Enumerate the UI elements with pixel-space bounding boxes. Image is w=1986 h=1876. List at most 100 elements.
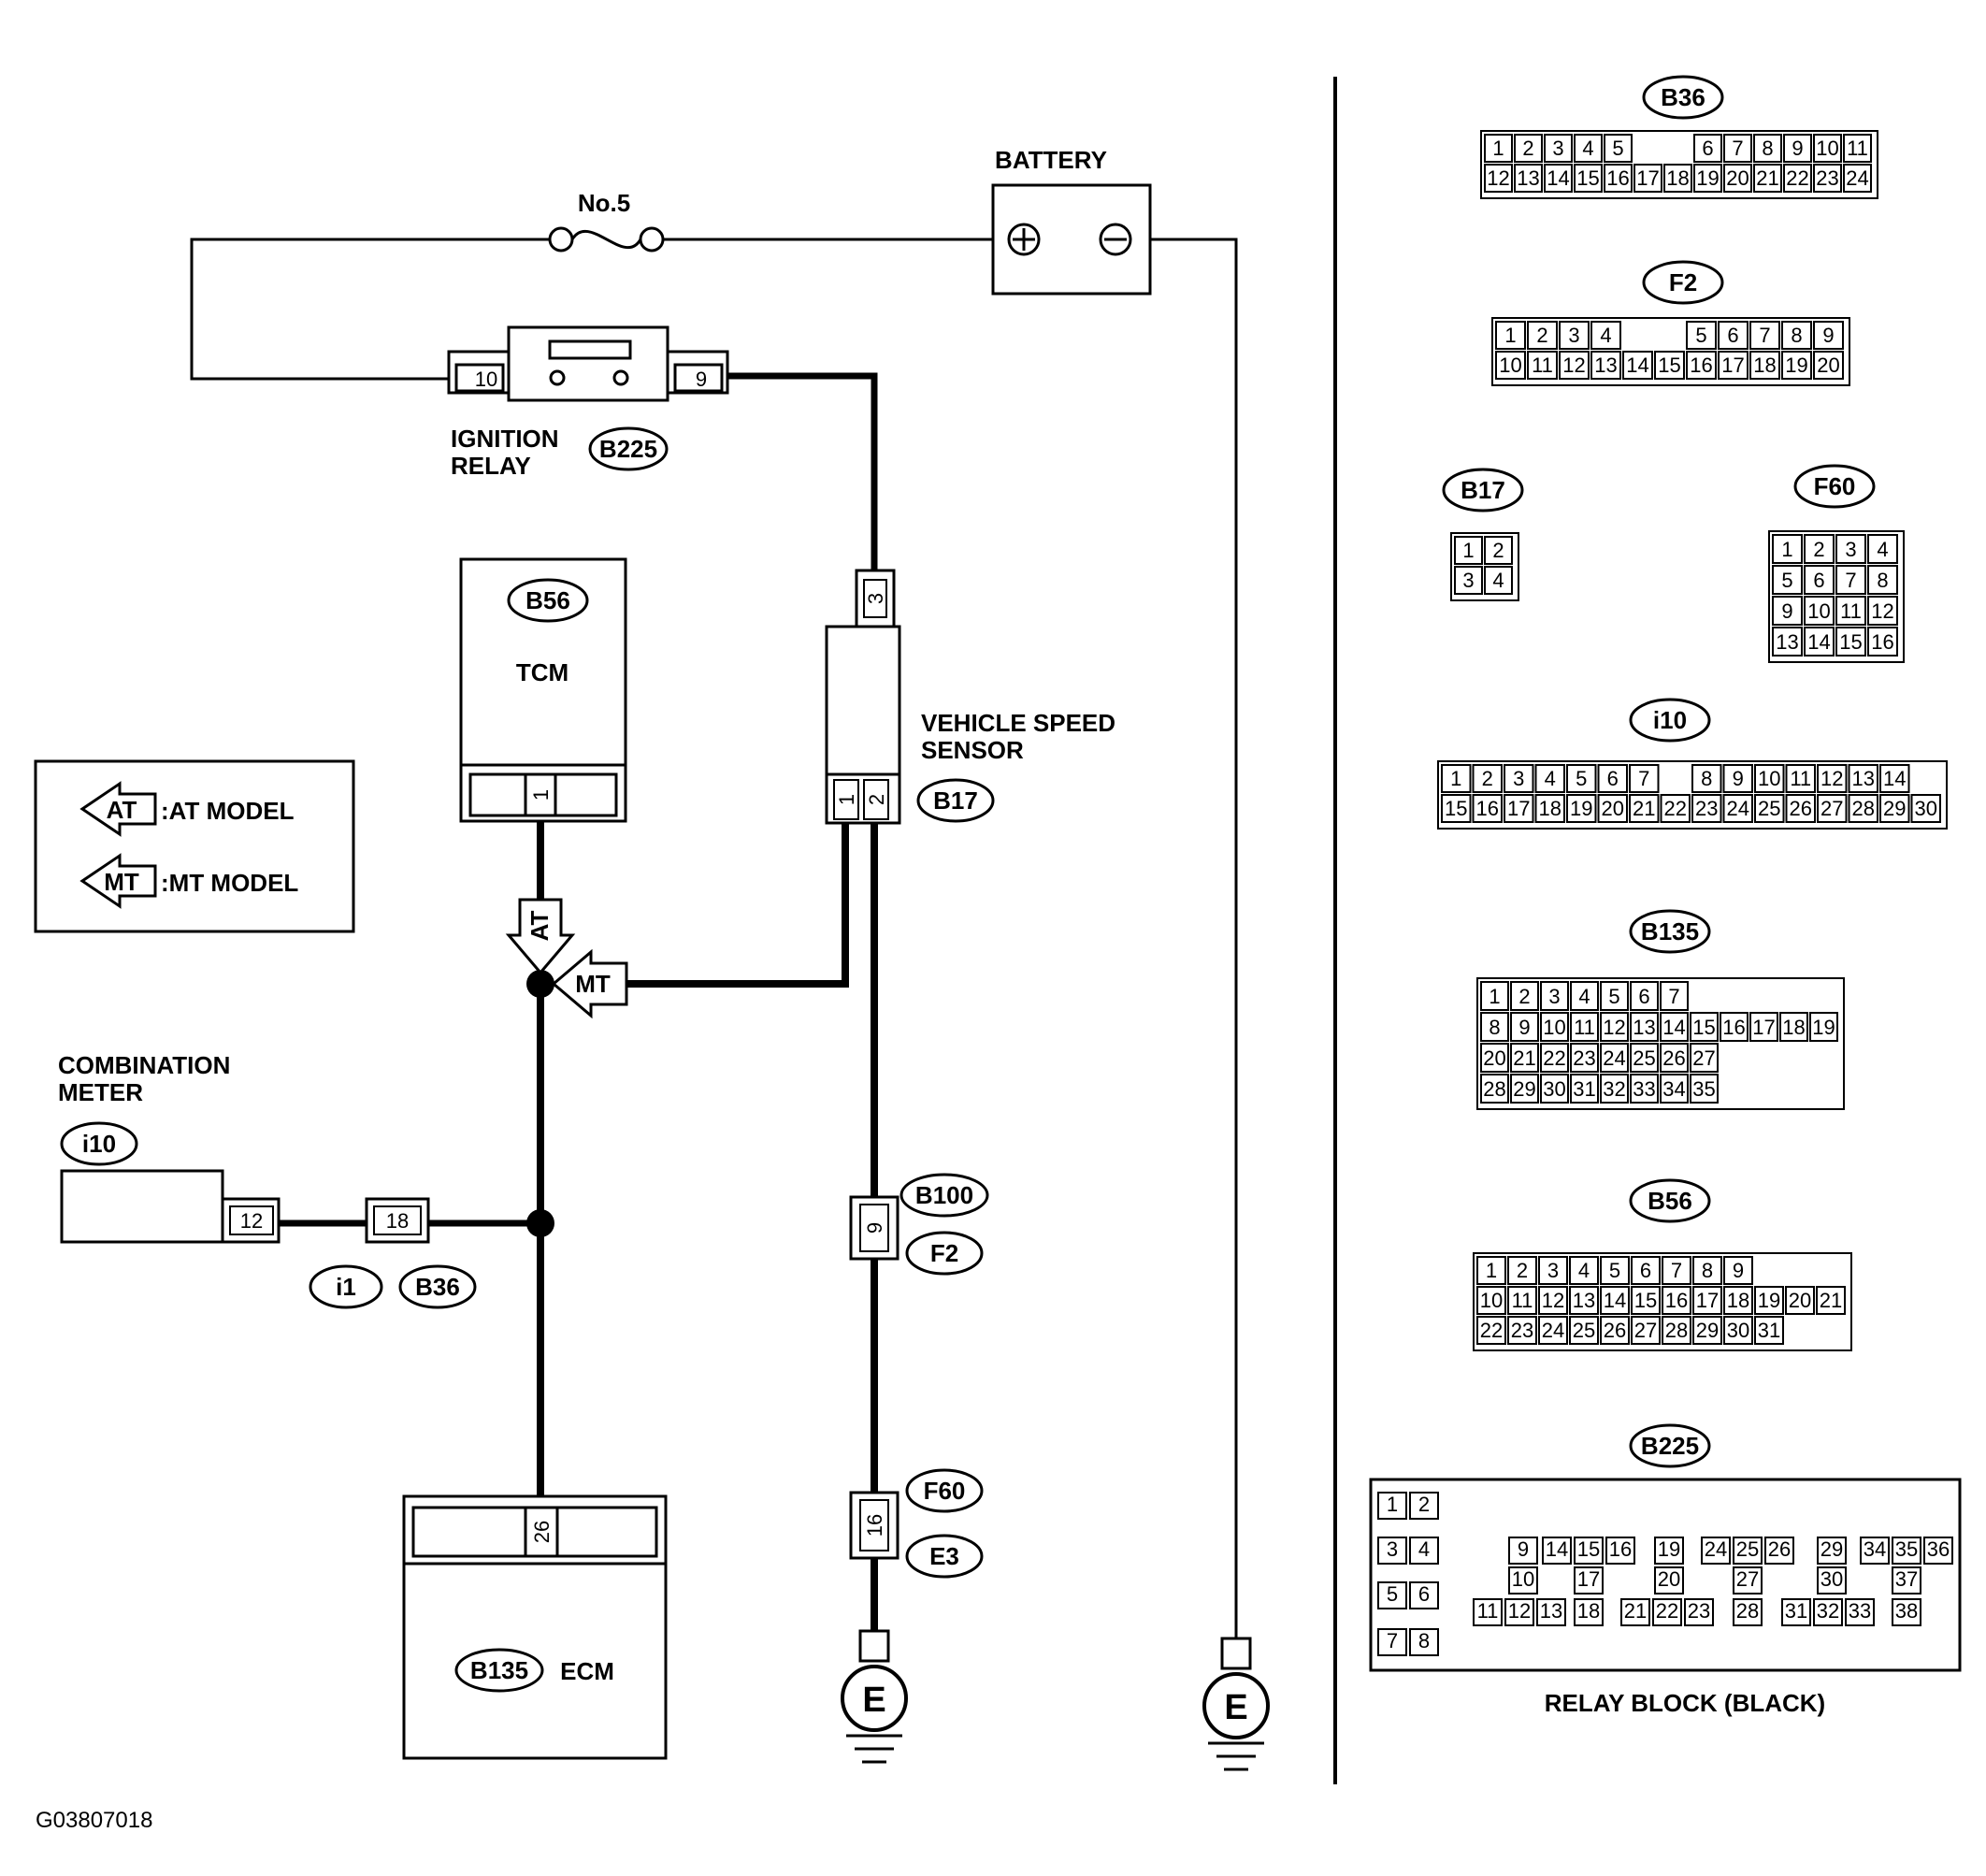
pin-cell [1510, 981, 1539, 1011]
pin-number: 8 [1702, 1259, 1713, 1282]
pin-number: 22 [1664, 797, 1687, 820]
legend-at-text: :AT MODEL [161, 797, 295, 825]
at-arrow: AT [505, 898, 576, 975]
pin-cell [1749, 351, 1780, 380]
wires [190, 238, 1238, 1638]
pin-cell [1527, 351, 1558, 380]
pin-number: 33 [1633, 1077, 1655, 1101]
pin-number: 4 [1418, 1537, 1430, 1561]
pin-number: 9 [1733, 767, 1744, 790]
pin-cell [1480, 1012, 1509, 1042]
pin-number: 13 [1852, 767, 1875, 790]
pin-cell [1660, 1043, 1689, 1073]
pin-number: 32 [1817, 1599, 1839, 1623]
joint-ref-b-oval [398, 1264, 477, 1309]
connector-view-label-oval [1642, 75, 1724, 120]
pin-number: 18 [1753, 354, 1776, 377]
pin-number: 12 [1508, 1599, 1531, 1623]
pin-cell [1733, 1598, 1763, 1626]
connector-view-label: B225 [1641, 1432, 1699, 1460]
pin-number: 21 [1624, 1599, 1647, 1623]
pin-cell [1835, 596, 1866, 626]
pin-number: 35 [1895, 1537, 1918, 1561]
legend-at-tag: AT [107, 796, 137, 824]
mt-arrow: MT [551, 948, 628, 1019]
pin-cell [1693, 134, 1722, 163]
pin-cell [1633, 164, 1662, 193]
pin-cell [1377, 1492, 1407, 1520]
pin-cell [1692, 1286, 1722, 1315]
pin-number: 13 [1540, 1599, 1562, 1623]
pin-number: 7 [1671, 1259, 1682, 1282]
pin-number: 3 [1387, 1537, 1398, 1561]
pin-number: 28 [1852, 797, 1875, 820]
pin-number: 15 [1839, 630, 1862, 654]
pin-number: 5 [1612, 137, 1623, 160]
pin-cell [1600, 1286, 1630, 1315]
joint-ref-a: i1 [336, 1273, 356, 1301]
pin-cell [1754, 1286, 1784, 1315]
pin-cell [1377, 1628, 1407, 1656]
pin-cell [1441, 764, 1472, 793]
pin-cell [1817, 1537, 1847, 1565]
pin-cell [1476, 1316, 1506, 1345]
pin-cell [1781, 321, 1812, 350]
connector-view-label-oval [1793, 464, 1876, 509]
relay-pin-left-box [454, 363, 505, 393]
pin-cell [1538, 1316, 1568, 1345]
pin-number: 3 [1513, 767, 1524, 790]
pin-number: 16 [1606, 166, 1629, 190]
pin-cell [1691, 764, 1722, 793]
pin-cell [1597, 794, 1628, 823]
pin-number: 18 [1727, 1289, 1749, 1312]
pin-number: 24 [1705, 1537, 1727, 1561]
pin-cell [1723, 1286, 1753, 1315]
pin-cell [1600, 1256, 1630, 1285]
pin-cell [1484, 566, 1513, 595]
pin-cell [1654, 351, 1685, 380]
meter-box [60, 1169, 224, 1244]
pin-number: 12 [1820, 767, 1843, 790]
pin-cell [1480, 1043, 1509, 1073]
pin-cell [1723, 164, 1752, 193]
pin-number: 6 [1813, 569, 1824, 592]
pin-cell [1701, 1537, 1731, 1565]
wire-battery-ground [1141, 238, 1238, 1638]
pin-cell [1733, 1566, 1763, 1595]
connector-view-label: B17 [1461, 476, 1505, 504]
pin-number: 25 [1633, 1046, 1655, 1070]
pin-number: 31 [1785, 1599, 1807, 1623]
pin-cell [1879, 794, 1910, 823]
connector-view-label-oval [1629, 1178, 1711, 1223]
pin-cell [1692, 1256, 1722, 1285]
pin-number: 13 [1573, 1289, 1595, 1312]
relay-label-line1: IGNITION [451, 425, 559, 453]
fuse-no5: No.5 [548, 189, 665, 253]
pin-cell [1652, 1598, 1682, 1626]
pin-number: 13 [1517, 166, 1539, 190]
pin-number: 6 [1640, 1259, 1651, 1282]
relay-ref-oval [588, 426, 669, 471]
vss-joint-ref-b-oval [905, 1231, 984, 1276]
pin-number: 1 [1387, 1493, 1398, 1516]
pin-cell [1690, 1074, 1719, 1104]
pin-cell [1813, 321, 1844, 350]
legend-mt-text: :MT MODEL [161, 869, 298, 897]
pin-number: 8 [1701, 767, 1712, 790]
pin-number: 22 [1480, 1319, 1503, 1342]
legend-at-arrow [79, 781, 157, 837]
ground-symbol-right: E [1202, 1637, 1270, 1771]
pin-number: 14 [1604, 1289, 1626, 1312]
pin-number: 10 [1499, 354, 1521, 377]
legend: AT :AT MODEL MT :MT MODEL [34, 759, 355, 933]
pin-number: 18 [1577, 1599, 1600, 1623]
pin-cell [1542, 1537, 1572, 1565]
pin-number: 6 [1418, 1582, 1430, 1606]
connector-view-label: B36 [1661, 83, 1705, 111]
mt-arrow-shape [551, 948, 628, 1019]
relay-block-label: RELAY BLOCK (BLACK) [1545, 1689, 1825, 1717]
pin-number: 19 [1812, 1016, 1835, 1039]
